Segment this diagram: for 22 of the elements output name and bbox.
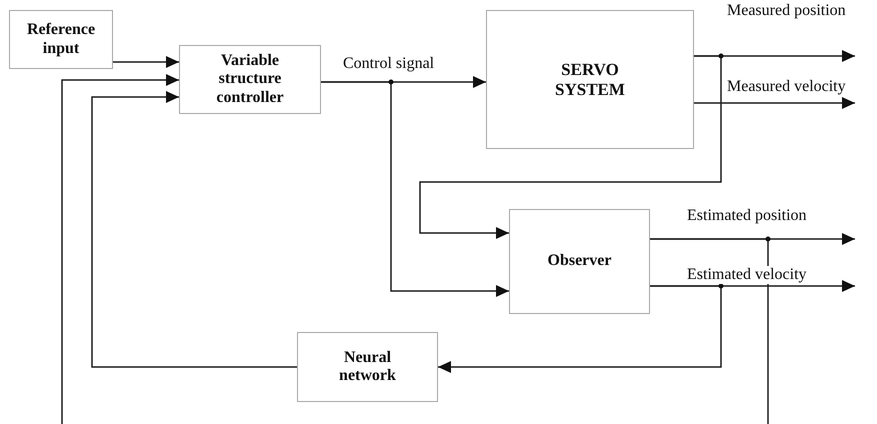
edge-label: Estimated position (686, 207, 808, 225)
process-box (179, 45, 321, 114)
arrow (438, 285, 722, 373)
process-box (9, 10, 113, 69)
edge-label: Measured velocity (726, 78, 847, 96)
arrow (419, 55, 722, 239)
block-label: Variable structure controller (215, 52, 285, 108)
block-label: Reference input (26, 21, 96, 58)
process-box (486, 10, 694, 149)
process-box (509, 209, 650, 314)
arrow (694, 97, 855, 109)
arrow (321, 81, 509, 297)
arrow (61, 74, 179, 424)
edge-label: Estimated velocity (686, 266, 808, 284)
arrow (91, 91, 297, 368)
block-label: Neural network (338, 348, 397, 386)
block-label: Observer (548, 252, 612, 271)
edge-label: Measured position (726, 2, 847, 20)
process-box (297, 332, 438, 402)
arrow (113, 56, 179, 68)
edge-label: Control signal (342, 55, 436, 73)
block-label: SERVO SYSTEM (554, 60, 626, 100)
